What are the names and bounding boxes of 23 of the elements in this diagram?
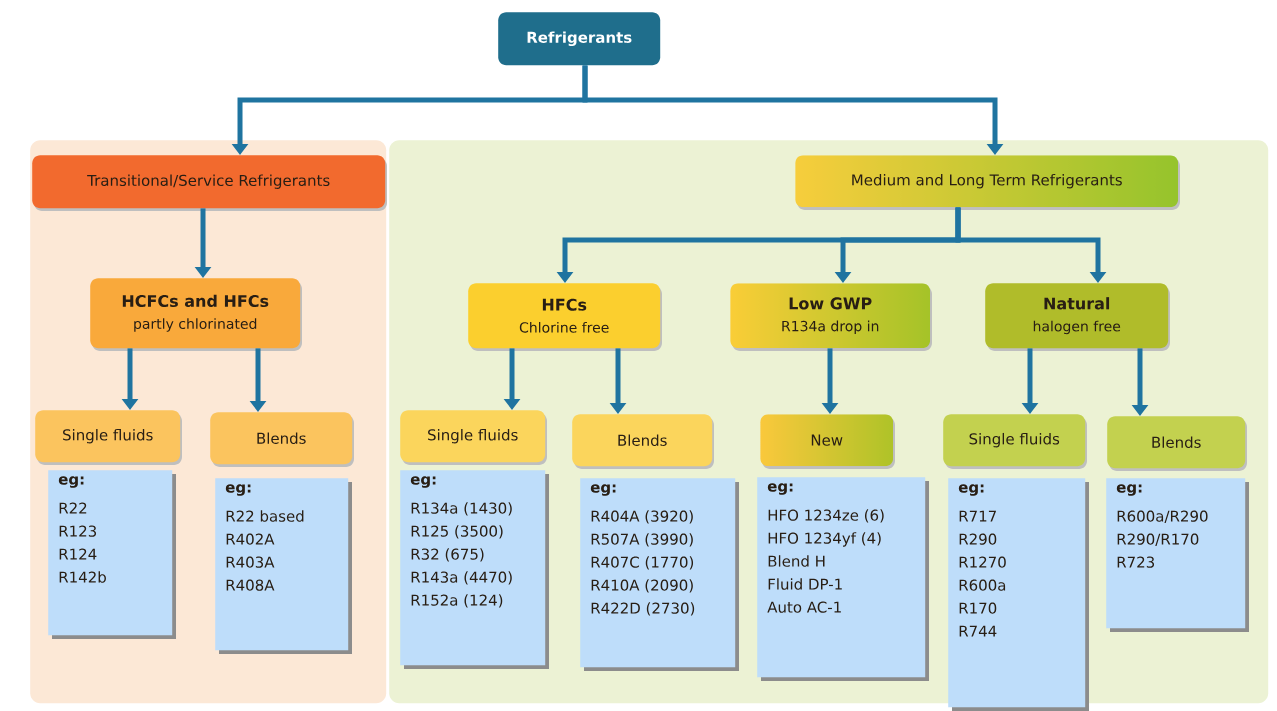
group-box: Natural halogen free	[985, 283, 1170, 351]
subgroup-box: Single fluids	[35, 410, 182, 465]
example-box: eg: R22 R123 R124 R142b	[48, 470, 176, 639]
example-box: eg: R717 R290 R1270 R600a R170 R744	[948, 478, 1089, 711]
arrow	[955, 207, 1107, 283]
example-box: eg: R404A (3920) R507A (3990) R407C (1770) R410A (2090) R422D (2730)	[580, 478, 739, 671]
example-box: eg: R22 based R402A R403A R408A	[215, 478, 352, 654]
group-box: Low GWP R134a drop in	[730, 283, 932, 351]
title-box: Refrigerants	[498, 12, 661, 66]
subgroup-box: Blends	[1107, 416, 1247, 471]
subgroup-box: Blends	[210, 412, 354, 467]
category-box: Transitional/Service Refrigerants	[32, 155, 387, 211]
subgroup-box: New	[760, 414, 895, 469]
subgroup-box: Single fluids	[400, 410, 547, 465]
arrow	[582, 65, 1004, 155]
group-box: HCFCs and HFCs partly chlorinated	[90, 278, 302, 351]
example-box: eg: R134a (1430) R125 (3500) R32 (675) R143a (4470) R152a (124)	[400, 470, 549, 669]
category-box: Medium and Long Term Refrigerants	[795, 155, 1180, 210]
group-box: HFCs Chlorine free	[468, 283, 662, 351]
subgroup-box: Single fluids	[943, 414, 1087, 469]
subgroup-box: Blends	[572, 414, 714, 469]
example-box: eg: R600a/R290 R290/R170 R723	[1106, 478, 1249, 632]
example-box: eg: HFO 1234ze (6) HFO 1234yf (4) Blend H Fluid DP-1 Auto AC-1	[757, 477, 929, 681]
